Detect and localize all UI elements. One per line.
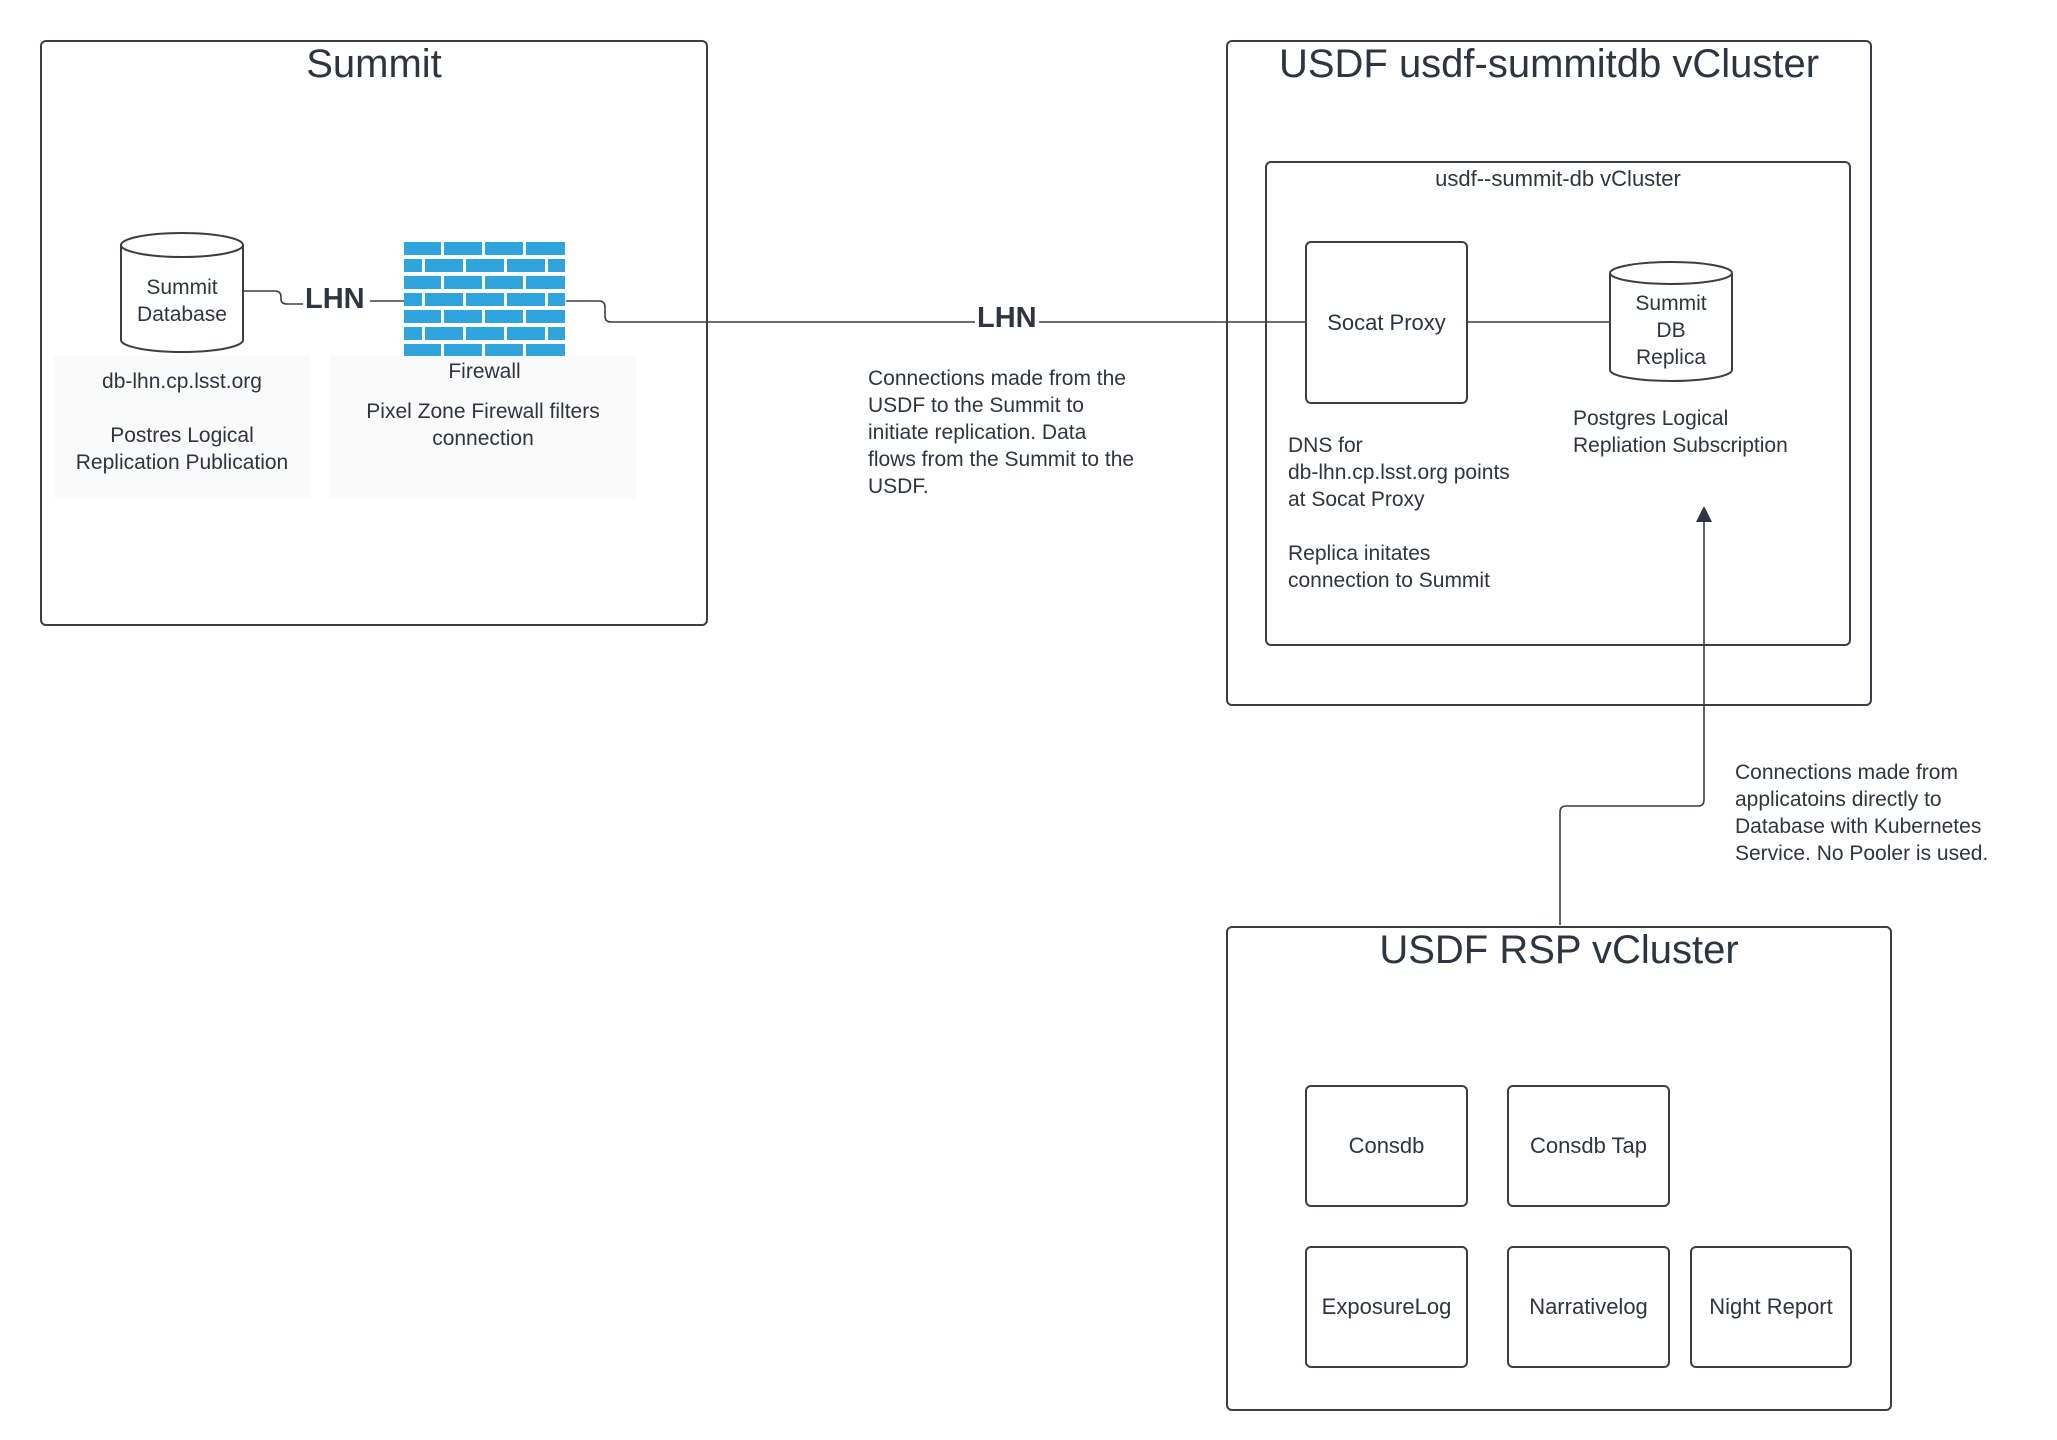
exposurelog-node[interactable]: ExposureLog bbox=[1305, 1246, 1468, 1368]
replica-cylinder-icon bbox=[1609, 261, 1733, 382]
dns-note: DNS for db-lhn.cp.lsst.org points at Soc… bbox=[1288, 434, 1510, 592]
rsp-to-replica-connector bbox=[1559, 522, 1705, 925]
firewall-label: Firewall bbox=[448, 360, 521, 383]
narrativelog-node[interactable]: Narrativelog bbox=[1507, 1246, 1670, 1368]
usdf-summitdb-title: USDF usdf-summitdb vCluster bbox=[1278, 42, 1820, 86]
arrow-head-icon bbox=[1696, 506, 1712, 522]
firewall-brick-icon bbox=[404, 242, 565, 357]
usdf-summitdb-container: USDF usdf-summitdb vCluster bbox=[1226, 40, 1872, 706]
firewall-caption-background bbox=[330, 356, 636, 498]
db-to-lhn-connector bbox=[243, 290, 306, 305]
usdf-summit-db-inner-container: usdf--summit-db vCluster bbox=[1265, 161, 1851, 646]
socat-proxy-node[interactable]: Socat Proxy bbox=[1305, 241, 1468, 404]
usdf-rsp-container: USDF RSP vCluster bbox=[1226, 926, 1892, 1411]
replication-note: Connections made from the USDF to the Su… bbox=[868, 367, 1135, 498]
summit-database-label: Summit Database bbox=[137, 276, 227, 326]
summit-title: Summit bbox=[306, 42, 442, 86]
database-cylinder-icon bbox=[120, 232, 244, 353]
replica-label: Summit DB Replica bbox=[1635, 292, 1707, 369]
consdb-tap-node[interactable]: Consdb Tap bbox=[1507, 1085, 1670, 1207]
usdf-rsp-title: USDF RSP vCluster bbox=[1379, 928, 1739, 972]
db-caption-background bbox=[54, 356, 310, 498]
night-report-node[interactable]: Night Report bbox=[1690, 1246, 1852, 1368]
summit-db-caption: db-lhn.cp.lsst.org Postres Logical Repli… bbox=[54, 368, 310, 476]
inner-cluster-title: usdf--summit-db vCluster bbox=[1435, 166, 1681, 191]
summit-container: Summit bbox=[40, 40, 708, 626]
firewall-caption: Pixel Zone Firewall filters connection bbox=[366, 400, 600, 450]
firewall-to-socat-connector bbox=[566, 300, 1305, 323]
lhn-label-summit: LHN bbox=[303, 283, 367, 315]
subscription-note: Postgres Logical Repliation Subscription bbox=[1573, 407, 1788, 457]
db-hostname: db-lhn.cp.lsst.org bbox=[102, 370, 262, 393]
lhn-label-link: LHN bbox=[975, 302, 1039, 334]
consdb-node[interactable]: Consdb bbox=[1305, 1085, 1468, 1207]
rsp-connection-note: Connections made from applicatoins direc… bbox=[1735, 761, 1989, 865]
